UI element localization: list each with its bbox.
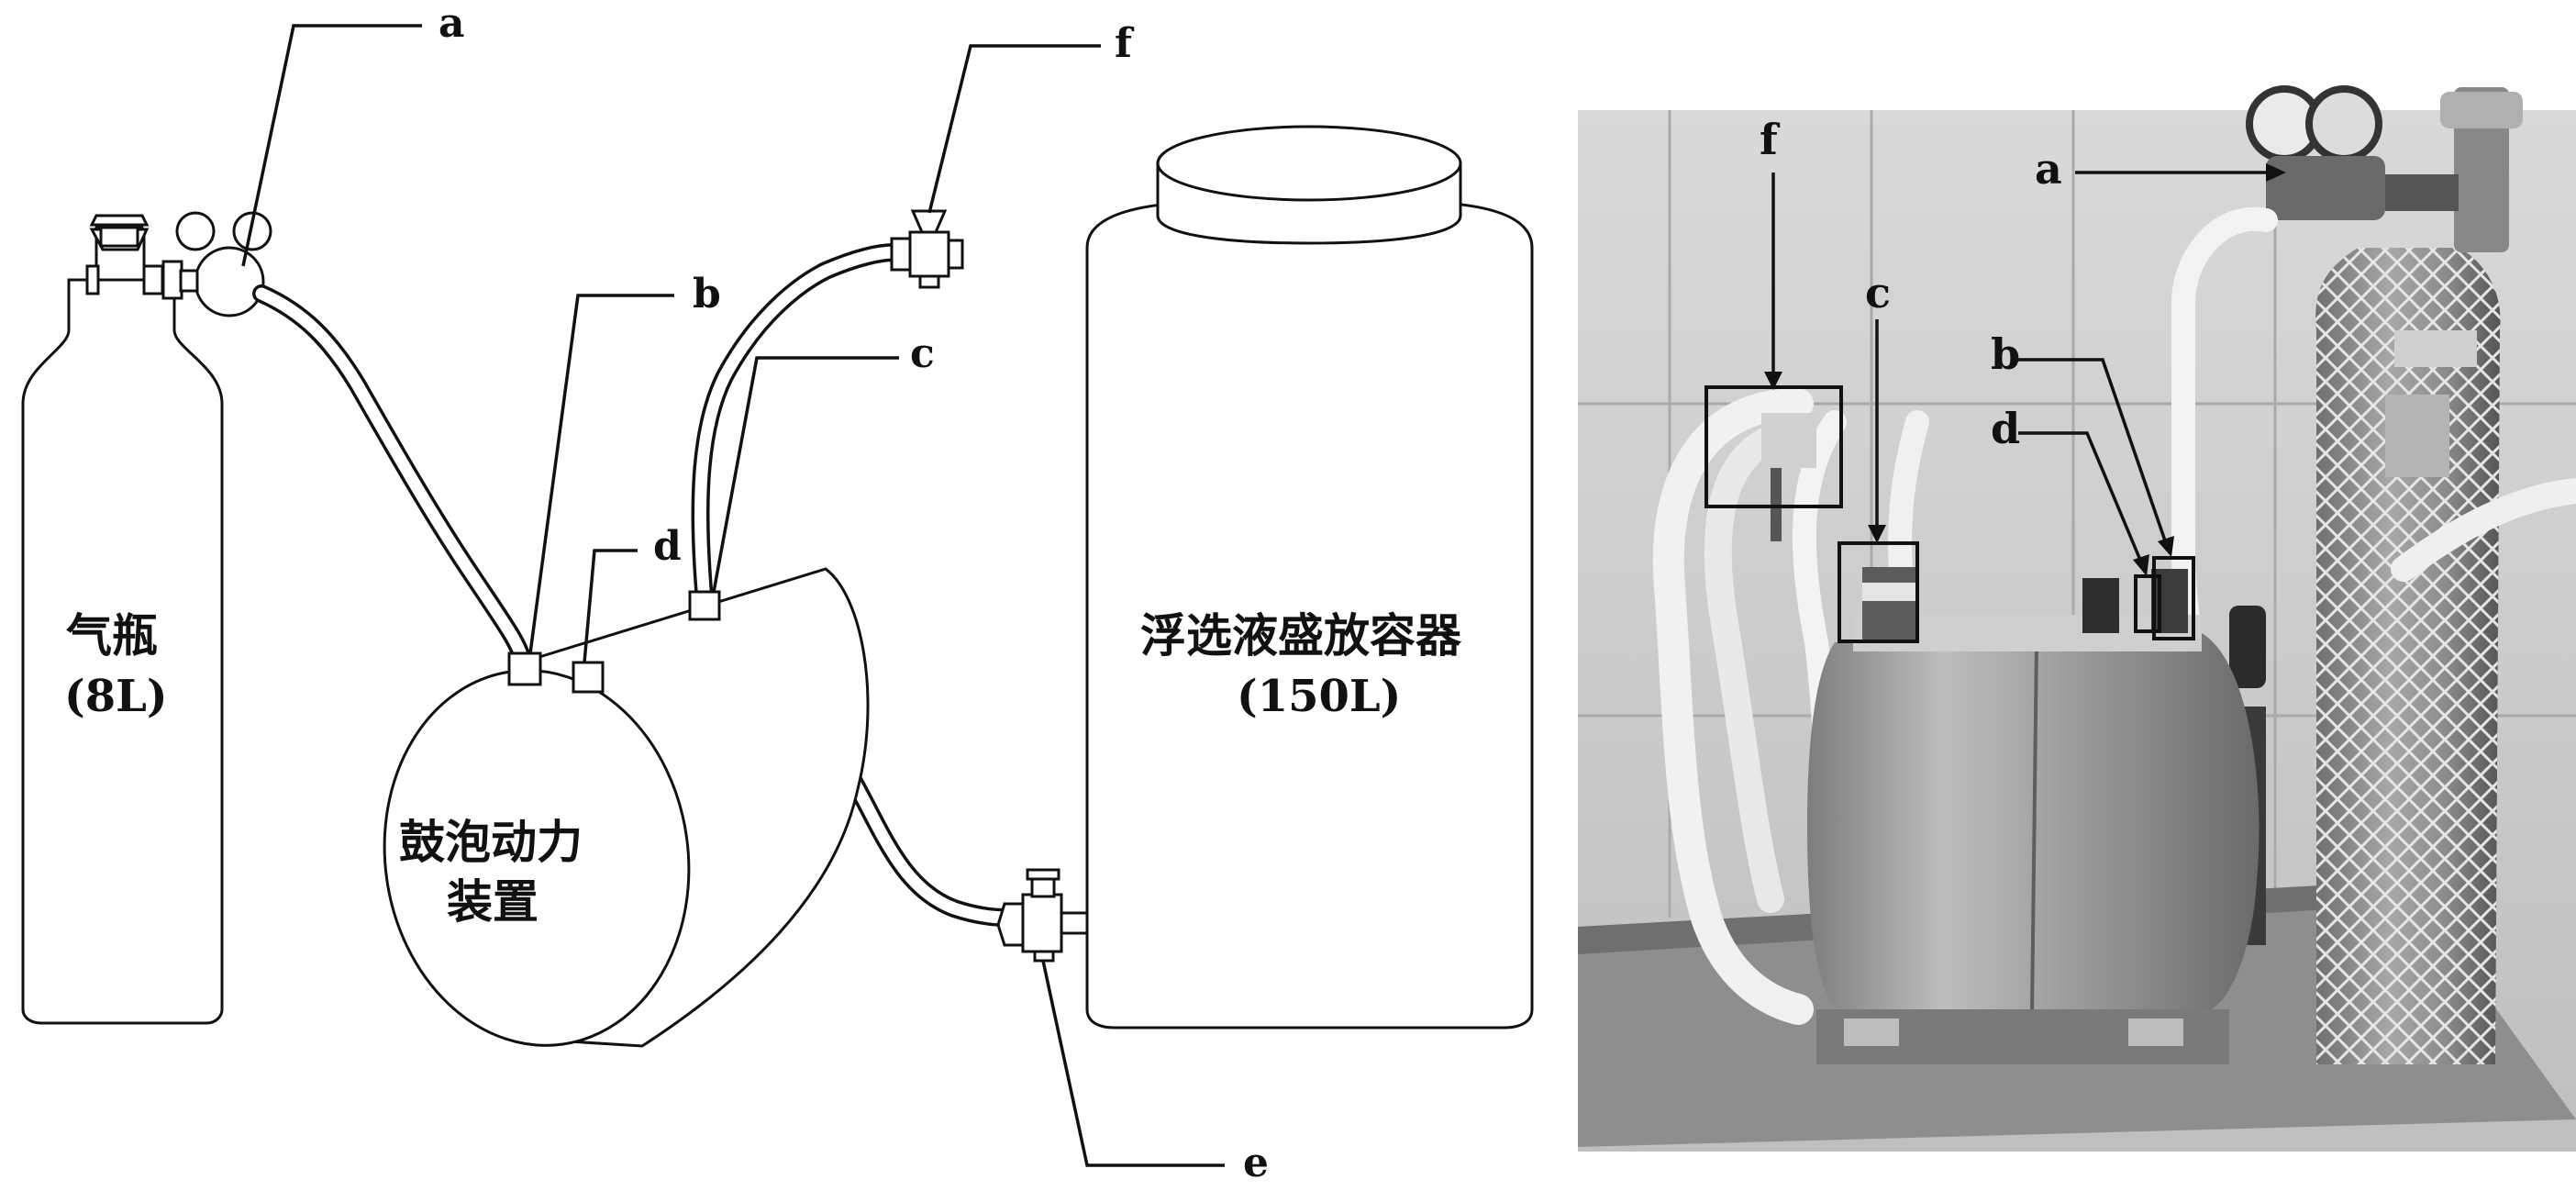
bubbling-power-device: 鼓泡动力 装置: [383, 567, 870, 1048]
photo-callout-f: f: [1760, 115, 1781, 164]
pressure-regulator: [175, 211, 272, 317]
callout-a: a: [439, 0, 465, 47]
solution-container: 浮选液盛放容器 (150L): [1085, 125, 1534, 1030]
schematic-callouts: a b c d e f: [241, 0, 1269, 1186]
photo-stainless-tank: [1761, 413, 2260, 1064]
callout-c: c: [910, 330, 935, 377]
container-label-line1: 浮选液盛放容器: [1140, 609, 1462, 662]
photo-callout-b: b: [1991, 329, 2020, 379]
photo-callouts: a f c b d: [1760, 115, 2286, 576]
port-c: [688, 590, 721, 621]
photo-gas-cylinder: [2246, 85, 2523, 1064]
schematic-diagram: 气瓶 (8L) 鼓泡动力 装置: [21, 0, 1534, 1186]
callout-b: b: [693, 271, 721, 317]
photo-panel: a f c b d: [1578, 85, 2576, 1152]
valve-f: [890, 209, 964, 289]
gas-cylinder: 气瓶 (8L): [21, 214, 224, 1025]
callout-e: e: [1243, 1140, 1269, 1186]
cylinder-label-volume: (8L): [64, 671, 168, 722]
callout-f: f: [1115, 20, 1135, 67]
callout-d: d: [653, 523, 682, 570]
port-d: [572, 661, 605, 694]
valve-e: [996, 868, 1089, 963]
hose-c-to-f: [691, 243, 904, 610]
port-b: [507, 651, 542, 686]
device-label-line2: 装置: [447, 875, 539, 929]
photo-callout-d: d: [1991, 404, 2020, 453]
device-label-line1: 鼓泡动力: [399, 816, 583, 869]
cylinder-label-name: 气瓶: [66, 609, 158, 662]
photo-callout-a: a: [2035, 144, 2062, 194]
container-label-line2: (150L): [1237, 671, 1401, 722]
photo-callout-c: c: [1865, 268, 1891, 317]
hose-regulator-to-b: [252, 284, 532, 670]
